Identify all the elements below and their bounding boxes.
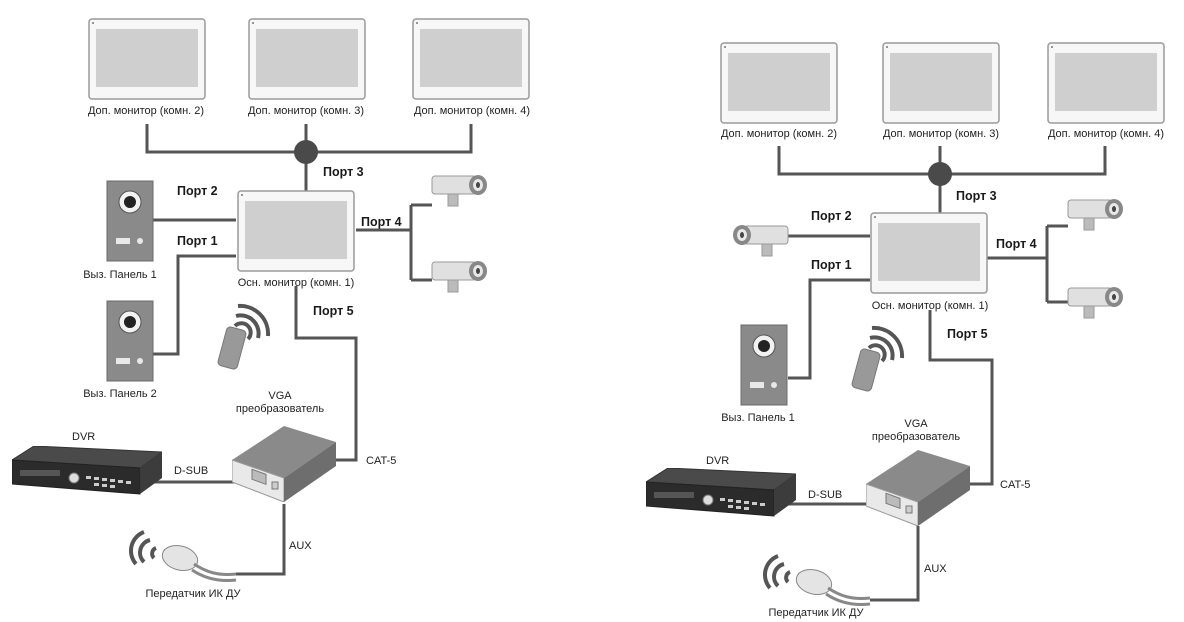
left-call-panel-2 [106, 300, 154, 382]
left-dsub-label: D-SUB [174, 465, 208, 477]
right-monitor-room2 [720, 42, 838, 124]
left-main-monitor [237, 190, 355, 272]
left-remote-icon [216, 303, 271, 372]
right-ir-label: Передатчик ИК ДУ [768, 607, 864, 619]
right-monitor-room4-label: Доп. монитор (комн. 4) [1048, 128, 1164, 140]
left-port1-label: Порт 1 [177, 234, 218, 248]
right-aux-label: AUX [924, 563, 947, 575]
right-dvr [646, 468, 796, 517]
right-port4-label: Порт 4 [996, 237, 1037, 251]
left-monitor-room2 [88, 18, 206, 100]
left-cat5-label: CAT-5 [366, 455, 396, 467]
right-port3-label: Порт 3 [956, 189, 997, 203]
right-monitor-room2-label: Доп. монитор (комн. 2) [721, 128, 837, 140]
left-call-panel-2-label: Выз. Панель 2 [83, 388, 157, 400]
right-camera-2 [1067, 286, 1124, 319]
right-main-monitor-label: Осн. монитор (комн. 1) [872, 300, 989, 312]
left-camera-1 [431, 174, 488, 207]
left-vga-converter [232, 426, 336, 502]
left-monitor-room4-label: Доп. монитор (комн. 4) [414, 105, 530, 117]
left-call-panel-1-label: Выз. Панель 1 [83, 269, 157, 281]
left-main-monitor-label: Осн. монитор (комн. 1) [238, 277, 355, 289]
right-cat5-label: CAT-5 [1000, 479, 1030, 491]
left-camera-2 [431, 260, 488, 293]
right-splitter-node [928, 162, 952, 186]
right-camera-1 [1067, 198, 1124, 231]
right-monitor-room3-label: Доп. монитор (комн. 3) [883, 128, 999, 140]
right-main-monitor [870, 212, 988, 294]
right-ir-transmitter [762, 554, 872, 607]
right-dsub-label: D-SUB [808, 489, 842, 501]
left-port3-label: Порт 3 [323, 165, 364, 179]
left-ir-transmitter [128, 530, 238, 583]
right-dvr-label: DVR [706, 455, 729, 467]
right-monitor-room3 [882, 42, 1000, 124]
right-camera-left [732, 224, 789, 257]
right-vga-label-line1: VGA [904, 418, 928, 430]
left-port2-label: Порт 2 [177, 184, 218, 198]
right-vga-converter [866, 450, 970, 526]
left-vga-label-line2: преобразователь [236, 403, 324, 415]
left-monitor-room2-label: Доп. монитор (комн. 2) [88, 105, 204, 117]
left-splitter-node [294, 140, 318, 164]
left-monitor-room3-label: Доп. монитор (комн. 3) [248, 105, 364, 117]
left-vga-label-line1: VGA [268, 390, 292, 402]
right-vga-label-line2: преобразователь [872, 431, 960, 443]
right-port2-label: Порт 2 [811, 209, 852, 223]
left-aux-label: AUX [289, 540, 312, 552]
left-port5-label: Порт 5 [313, 304, 354, 318]
left-port4-label: Порт 4 [361, 215, 402, 229]
left-call-panel-1 [106, 180, 154, 262]
right-monitor-room4 [1047, 42, 1165, 124]
right-call-panel-1 [740, 324, 788, 406]
right-diagram: Доп. монитор (комн. 2) Доп. монитор (ком… [646, 42, 1165, 619]
left-ir-label: Передатчик ИК ДУ [145, 588, 241, 600]
right-call-panel-1-label: Выз. Панель 1 [721, 412, 795, 424]
left-monitor-room3 [248, 18, 366, 100]
left-monitor-room4 [412, 18, 530, 100]
left-dvr [12, 446, 162, 495]
left-diagram: Доп. монитор (комн. 2) Доп. монитор (ком… [12, 18, 530, 600]
right-port1-label: Порт 1 [811, 258, 852, 272]
left-dvr-label: DVR [72, 431, 95, 443]
right-port5-label: Порт 5 [947, 327, 988, 341]
right-remote-icon [850, 325, 905, 394]
